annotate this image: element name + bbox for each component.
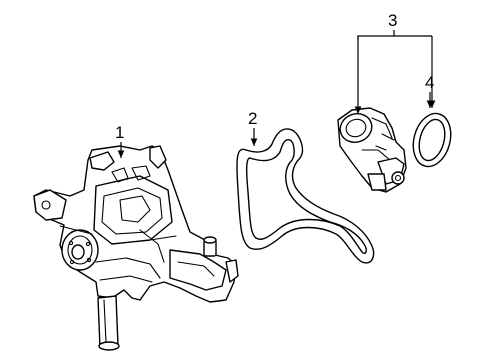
leader-bracket-3	[357, 30, 395, 40]
o-ring-part	[412, 112, 452, 168]
water-pump-part	[33, 145, 239, 351]
callout-label-1: 1	[115, 123, 124, 142]
callout-label-4: 4	[425, 73, 434, 92]
callout-3: 3	[354, 11, 436, 114]
callout-1: 1	[115, 123, 124, 158]
gasket-part	[236, 128, 375, 264]
callout-label-2: 2	[248, 109, 257, 128]
callout-4: 4	[425, 73, 434, 108]
thermostat-housing-part	[337, 107, 407, 193]
callout-2: 2	[248, 109, 257, 146]
callout-label-3: 3	[388, 11, 397, 30]
